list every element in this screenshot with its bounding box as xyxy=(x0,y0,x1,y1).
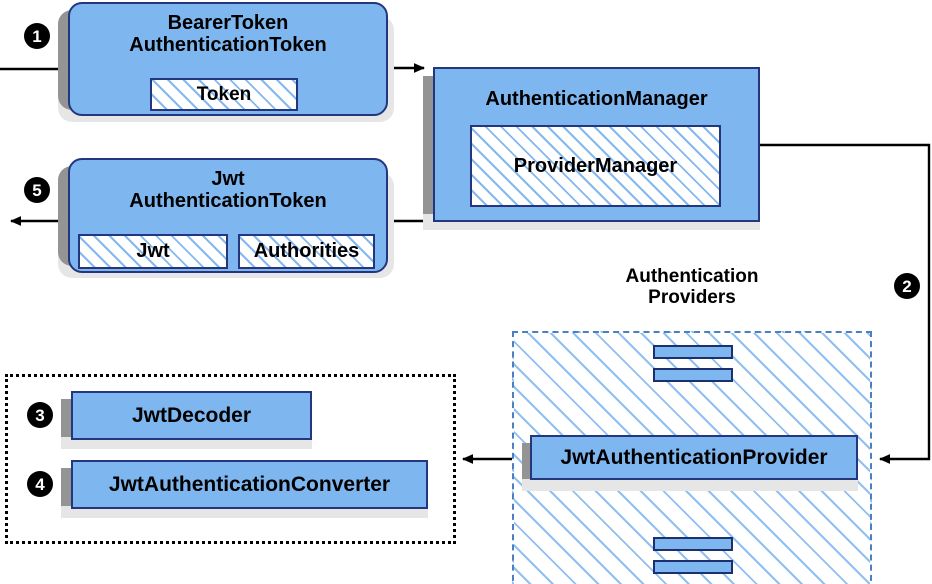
jwt-authentication-converter-node[interactable]: JwtAuthenticationConverter xyxy=(71,460,428,509)
authentication-manager-title: AuthenticationManager xyxy=(485,88,708,110)
step-badge-3: 3 xyxy=(27,402,53,428)
step-badge-1: 1 xyxy=(24,23,50,49)
authentication-providers-label: Authentication Providers xyxy=(530,266,854,309)
jwt-authentication-provider-label: JwtAuthenticationProvider xyxy=(560,445,828,469)
jwt-token-title-line2: AuthenticationToken xyxy=(129,190,327,213)
jwt-support-group xyxy=(5,374,456,544)
provider-stub-bottom-2 xyxy=(653,560,733,574)
step-badge-3-label: 3 xyxy=(35,405,45,425)
jwt-token-field-authorities-label: Authorities xyxy=(253,240,360,262)
jwt-authentication-converter-label: JwtAuthenticationConverter xyxy=(108,472,391,496)
step-badge-5-label: 5 xyxy=(32,180,42,200)
jwt-decoder-label: JwtDecoder xyxy=(131,403,252,427)
step-badge-5: 5 xyxy=(24,177,50,203)
provider-manager-label: ProviderManager xyxy=(513,154,678,177)
bearer-token-field-token-label: Token xyxy=(196,83,252,105)
bearer-token-title-line1: BearerToken xyxy=(167,12,289,34)
jwt-token-field-jwt-label: Jwt xyxy=(136,240,170,262)
jwt-authentication-provider-node[interactable]: JwtAuthenticationProvider xyxy=(530,435,858,480)
provider-stub-top-1 xyxy=(653,345,733,359)
provider-stub-bottom-1 xyxy=(653,537,733,551)
providers-label-line2: Providers xyxy=(648,287,736,309)
step-badge-4-label: 4 xyxy=(35,474,45,494)
jwt-token-field-authorities: Authorities xyxy=(238,234,375,269)
step-badge-2-label: 2 xyxy=(902,276,912,296)
step-badge-2: 2 xyxy=(894,273,920,299)
step-badge-1-label: 1 xyxy=(32,26,42,46)
providers-label-line1: Authentication xyxy=(625,266,759,287)
jwt-token-field-jwt: Jwt xyxy=(78,234,228,269)
connector-manager-to-provider xyxy=(760,143,931,464)
bearer-token-title-line2: AuthenticationToken xyxy=(129,34,327,57)
step-badge-4: 4 xyxy=(27,471,53,497)
provider-stub-top-2 xyxy=(653,368,733,382)
jwt-token-title-line1: Jwt xyxy=(211,168,245,190)
bearer-token-field-token: Token xyxy=(150,78,298,111)
jwt-decoder-node[interactable]: JwtDecoder xyxy=(71,391,312,440)
authentication-manager-field-provider-manager: ProviderManager xyxy=(470,125,721,207)
